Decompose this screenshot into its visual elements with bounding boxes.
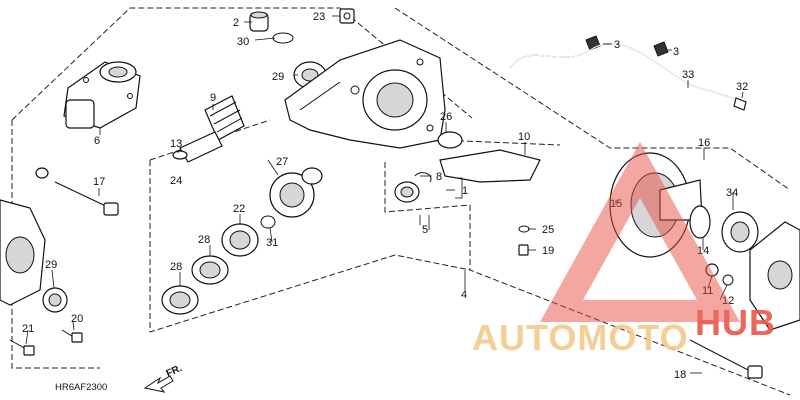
callout-23: 23 [313,11,325,23]
part-12-o-ring [722,274,734,286]
callout-32: 32 [736,81,748,93]
part-9-pinion-gear [179,95,245,163]
part-14-seal [689,205,711,239]
part-13-24-small-parts [172,150,188,160]
callout-22: 22 [233,203,245,215]
part-29-oil-seal-lower [42,287,68,313]
callout-25: 25 [542,224,554,236]
callout-3-left: 3 [614,39,620,51]
callout-8: 8 [436,171,442,183]
callout-14: 14 [697,245,709,257]
watermark: AUTOMOTO HUB [472,142,776,358]
part-10-shim [439,149,541,183]
bracket-lines [419,177,463,225]
part-2-cap [249,11,269,32]
front-direction-label: FR. [165,363,184,380]
part-3-clip-right [653,41,669,57]
callout-2: 2 [233,17,239,29]
callout-34: 34 [726,187,738,199]
callout-4: 4 [461,289,467,301]
part-18-bolt [689,339,763,379]
watermark-text-hub: HUB [695,302,776,343]
callout-18: 18 [674,369,686,381]
callout-9: 9 [210,92,216,104]
callout-11: 11 [702,285,713,297]
part-33-breather-tube [509,43,741,101]
part-34-bearing [721,211,759,253]
callout-1: 1 [462,185,468,197]
callout-5: 5 [422,224,428,236]
callout-3-right: 3 [673,46,679,58]
part-21-bolt [9,339,35,356]
callout-29-lower: 29 [45,259,57,271]
final-gear-case-housing [284,39,446,149]
part-27-bearing [269,167,323,218]
part-28-seal-upper [191,255,229,285]
callout-28-upper: 28 [198,234,210,246]
part-28-seal-lower [161,285,199,315]
part-31-o-ring [260,215,276,229]
callout-30: 30 [237,36,249,48]
diagram-code: HR6AF2300 [55,382,107,393]
part-17-bolt [54,181,119,216]
callout-19: 19 [542,245,554,257]
callout-16: 16 [698,137,710,149]
callout-6: 6 [94,135,100,147]
callout-17: 17 [93,176,105,188]
callout-33: 33 [682,69,694,81]
callout-28-lower: 28 [170,261,182,273]
callout-15: 15 [610,198,622,210]
callout-26: 26 [440,111,452,123]
watermark-text-automoto: AUTOMOTO [472,317,689,358]
part-20-bolt [61,329,83,343]
left-case-assembly [0,167,49,306]
part-15-ring-gear [609,152,703,258]
part-30-o-ring [272,32,294,44]
part-1-bushing [394,181,420,203]
callout-13: 13 [170,138,182,150]
part-32-clamp [733,97,747,111]
callout-21: 21 [22,323,34,335]
part-22-spacer [221,223,259,257]
front-direction-marker: FR. [143,363,184,393]
watermark-triangle-icon [540,142,740,322]
part-8-circlip [414,172,432,183]
part-26-bearing [437,131,463,149]
callout-29-top: 29 [272,71,284,83]
callout-31: 31 [266,237,278,249]
callout-labels: 2 30 23 3 3 33 32 6 9 29 26 10 13 24 27 … [22,11,748,381]
callout-12: 12 [722,295,734,307]
right-case-cover [749,221,800,331]
callout-27: 27 [276,156,288,168]
part-25-washer [518,225,530,233]
callout-20: 20 [71,313,83,325]
part-19-bolt [518,244,529,256]
callout-24: 24 [170,175,182,187]
leader-lines [25,15,744,374]
callout-10: 10 [518,131,530,143]
part-6-flange [63,61,141,129]
part-23-nut [339,8,355,24]
